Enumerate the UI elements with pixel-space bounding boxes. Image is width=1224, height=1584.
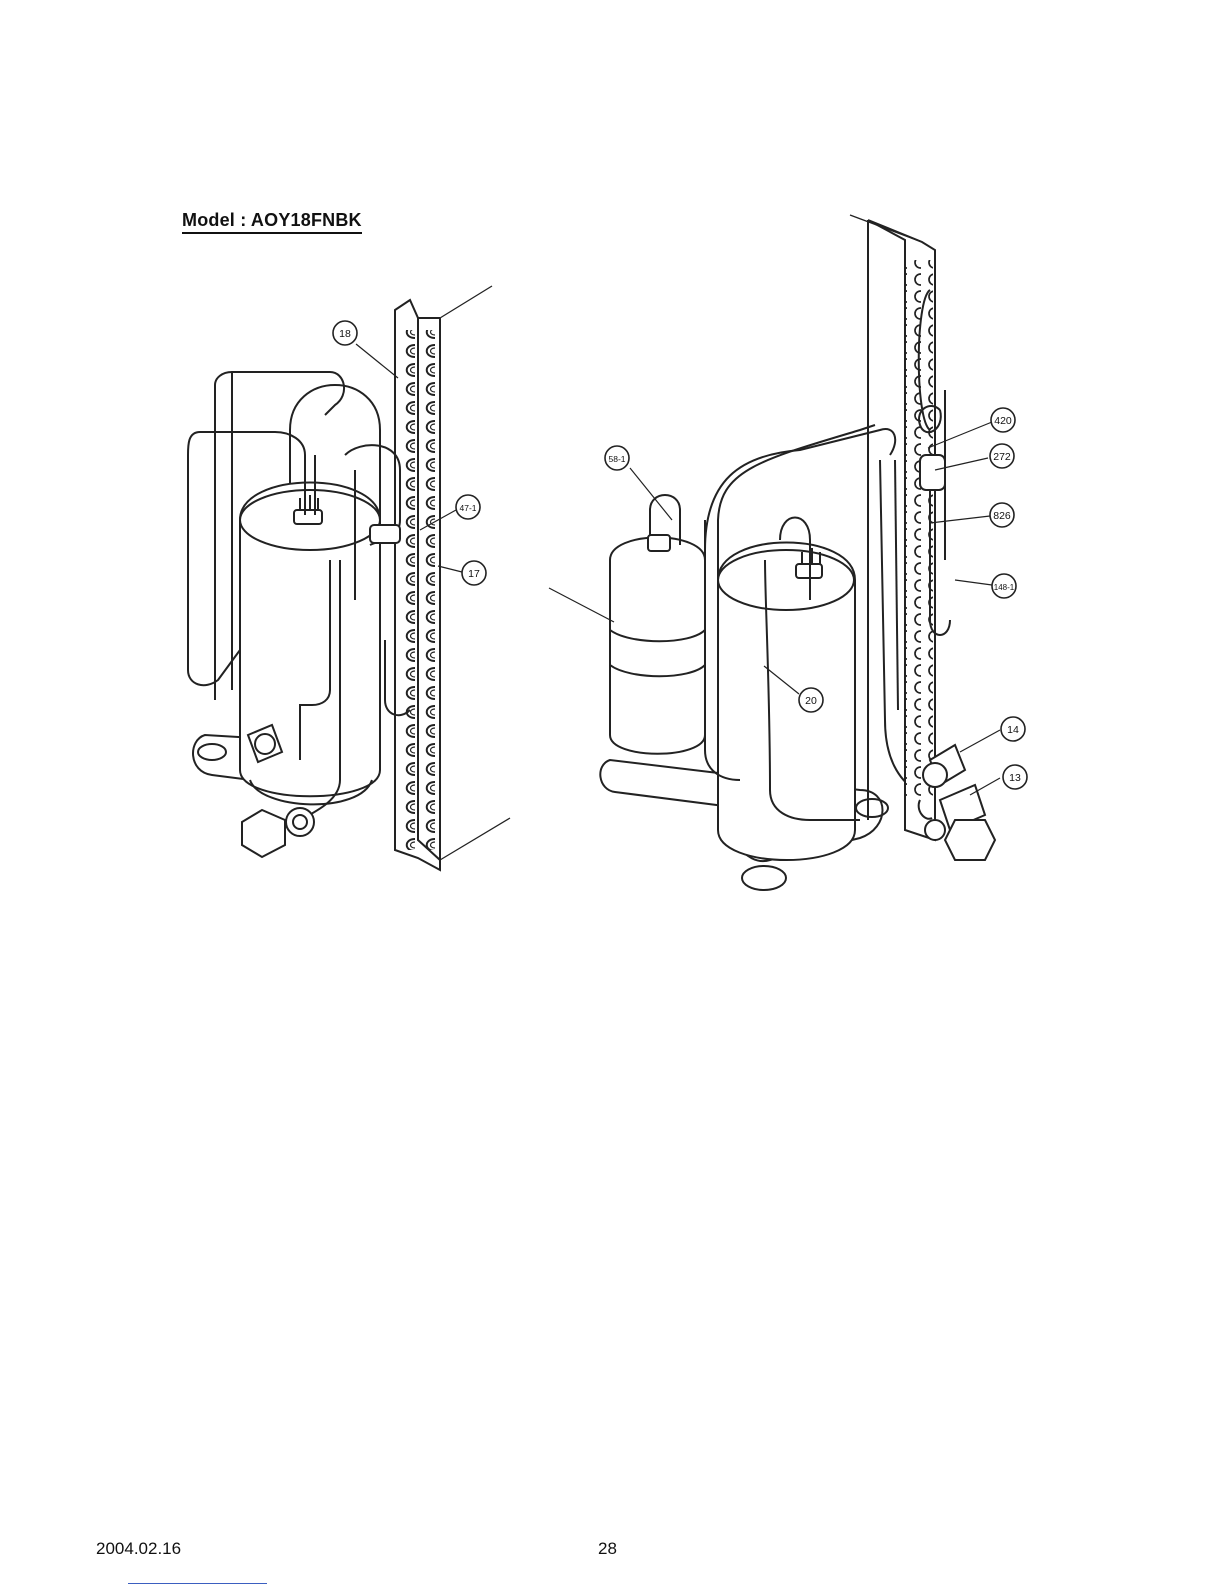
right-base-hole-icon (742, 866, 786, 890)
callout-18: 18 (333, 321, 357, 345)
callout-58-1: 58-1 (605, 446, 629, 470)
left-strainer-icon (370, 525, 400, 543)
svg-text:13: 13 (1009, 772, 1021, 784)
right-accumulator (610, 538, 705, 754)
right-valve-body-icon (920, 455, 945, 490)
left-terminal-icon (294, 510, 322, 524)
right-assembly (600, 215, 995, 890)
callout-17: 17 (462, 561, 486, 585)
left-heat-exchanger-coil (398, 330, 438, 850)
svg-text:148-1: 148-1 (994, 583, 1015, 592)
svg-text:420: 420 (994, 415, 1012, 427)
footer-date: 2004.02.16 (96, 1539, 181, 1559)
right-accumulator-fitting-icon (648, 535, 670, 551)
svg-text:14: 14 (1007, 724, 1019, 736)
svg-text:272: 272 (993, 451, 1011, 463)
page-number: 28 (598, 1539, 617, 1559)
callout-13: 13 (1003, 765, 1027, 789)
callout-47-1: 47-1 (456, 495, 480, 519)
svg-text:47-1: 47-1 (459, 503, 476, 513)
callout-420: 420 (991, 408, 1015, 432)
right-compressor-body (718, 543, 855, 861)
left-assembly (188, 286, 510, 870)
svg-text:18: 18 (339, 328, 351, 340)
svg-text:17: 17 (468, 568, 480, 580)
left-valve-large-icon (242, 810, 285, 857)
svg-text:20: 20 (805, 695, 817, 707)
svg-text:58-1: 58-1 (608, 454, 625, 464)
callout-148-1: 148-1 (992, 574, 1016, 598)
callout-14: 14 (1001, 717, 1025, 741)
callout-272: 272 (990, 444, 1014, 468)
svg-text:826: 826 (993, 510, 1011, 522)
callout-826: 826 (990, 503, 1014, 527)
callout-20: 20 (799, 688, 823, 712)
